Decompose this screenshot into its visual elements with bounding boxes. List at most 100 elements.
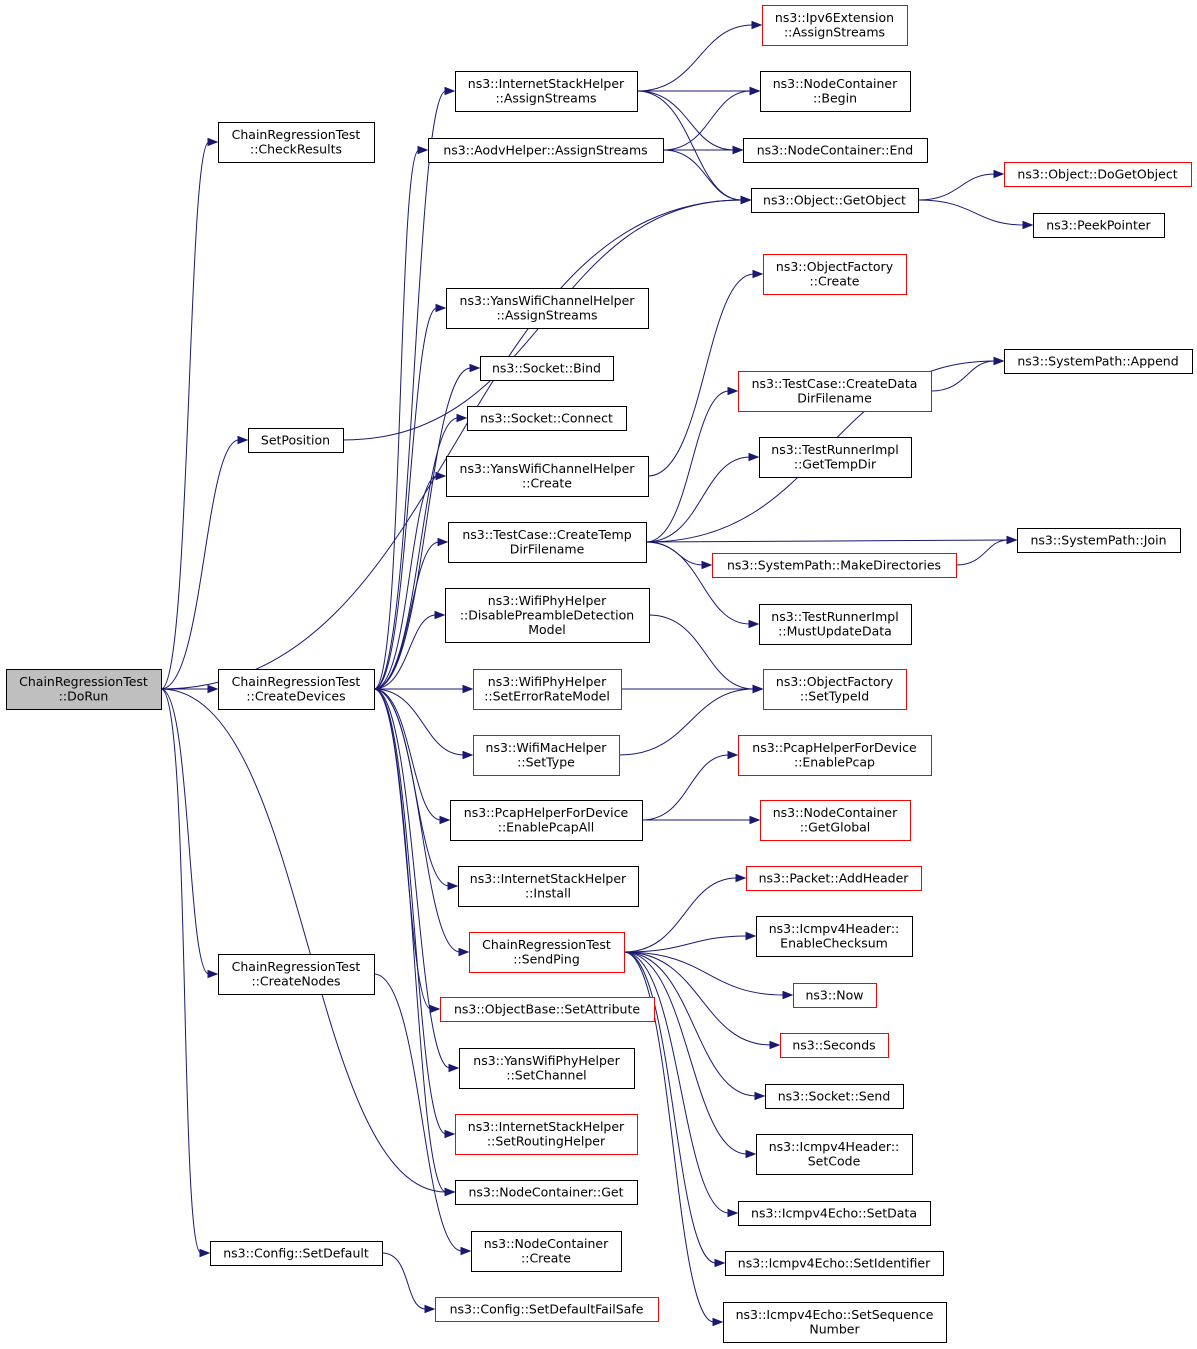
node-label: ns3::PcapHelperForDevice [752,740,917,755]
function-node-sp_join[interactable]: ns3::SystemPath::Join [1017,528,1181,553]
function-node-dorun[interactable]: ChainRegressionTest::DoRun [6,669,162,710]
function-node-configsetdefault[interactable]: ns3::Config::SetDefault [210,1241,383,1266]
function-node-yansphy_setchannel[interactable]: ns3::YansWifiPhyHelper::SetChannel [459,1048,635,1089]
node-box [738,371,932,412]
function-node-obj_dogetobject[interactable]: ns3::Object::DoGetObject [1004,162,1192,187]
function-node-tri_gettemp[interactable]: ns3::TestRunnerImpl::GetTempDir [759,437,912,478]
call-edge [373,688,460,1073]
function-node-packet_addheader[interactable]: ns3::Packet::AddHeader [746,866,922,891]
function-node-objbase_setattr[interactable]: ns3::ObjectBase::SetAttribute [440,997,655,1022]
node-box [765,1084,904,1109]
node-box [760,800,911,841]
function-node-pcap_enablepcap[interactable]: ns3::PcapHelperForDevice::EnablePcap [738,735,932,776]
node-box [440,997,655,1022]
call-edge [373,688,470,957]
function-node-ish_install[interactable]: ns3::InternetStackHelper::Install [458,866,639,907]
node-label: ChainRegressionTest [232,674,361,689]
function-node-of_create[interactable]: ns3::ObjectFactory::Create [763,254,907,295]
node-box [1004,349,1193,374]
function-node-nc_begin[interactable]: ns3::NodeContainer::Begin [760,71,911,112]
node-label: DirFilename [510,542,585,557]
call-edge [917,199,1034,230]
function-node-icmp_setcode[interactable]: ns3::Icmpv4Header::SetCode [756,1134,913,1175]
node-label: ::GetTempDir [794,457,877,472]
node-label: ::AssignStreams [496,308,597,323]
function-node-sp_makedirs[interactable]: ns3::SystemPath::MakeDirectories [712,553,957,578]
node-box [458,866,639,907]
node-label: ns3::TestCase::CreateData [752,376,918,391]
function-node-obj_getobject[interactable]: ns3::Object::GetObject [751,188,919,213]
call-edge [623,951,757,1159]
node-label: ns3::InternetStackHelper [470,871,627,886]
function-node-nc_get[interactable]: ns3::NodeContainer::Get [455,1180,638,1205]
function-node-icmp_enablechecksum[interactable]: ns3::Icmpv4Header::EnableChecksum [756,916,913,957]
function-node-nc_end[interactable]: ns3::NodeContainer::End [743,138,928,163]
function-node-socket_bind[interactable]: ns3::Socket::Bind [480,356,614,381]
node-label: Number [809,1322,860,1337]
node-box [480,356,614,381]
function-node-createdevices[interactable]: ChainRegressionTest::CreateDevices [218,669,375,710]
function-node-peekpointer[interactable]: ns3::PeekPointer [1033,213,1165,238]
function-node-sp_append[interactable]: ns3::SystemPath::Append [1004,349,1193,374]
function-node-aodv_assign[interactable]: ns3::AodvHelper::AssignStreams [428,138,664,163]
node-label: ns3::Config::SetDefaultFailSafe [450,1301,644,1316]
function-node-echo_setdata[interactable]: ns3::Icmpv4Echo::SetData [738,1201,931,1226]
call-edge [160,688,219,979]
function-node-tri_mustupdate[interactable]: ns3::TestRunnerImpl::MustUpdateData [759,604,912,645]
function-node-nc_create[interactable]: ns3::NodeContainer::Create [471,1231,622,1272]
node-box [743,138,928,163]
node-label: ::AssignStreams [784,25,885,40]
node-label: ns3::Icmpv4Header:: [769,1139,900,1154]
function-node-checkresults[interactable]: ChainRegressionTest::CheckResults [218,122,375,163]
function-node-yanschan_assign[interactable]: ns3::YansWifiChannelHelper::AssignStream… [446,288,649,329]
node-label: ::DoRun [59,689,109,704]
function-node-echo_setid[interactable]: ns3::Icmpv4Echo::SetIdentifier [725,1251,944,1276]
node-label: ns3::PeekPointer [1046,217,1151,232]
function-node-createnodes[interactable]: ChainRegressionTest::CreateNodes [218,954,375,995]
node-box [448,522,647,563]
function-node-pcap_enableall[interactable]: ns3::PcapHelperForDevice::EnablePcapAll [450,800,643,841]
function-node-socket_send[interactable]: ns3::Socket::Send [765,1084,904,1109]
node-label: ::SetErrorRateModel [484,689,610,704]
function-node-yanschan_create[interactable]: ns3::YansWifiChannelHelper::Create [446,456,649,497]
node-box [1017,528,1181,553]
function-node-wifiphy_disable[interactable]: ns3::WifiPhyHelper::DisablePreambleDetec… [445,588,650,643]
function-node-ipv6ext_assign[interactable]: ns3::Ipv6Extension::AssignStreams [762,5,908,46]
node-box [723,1302,947,1343]
node-label: ns3::InternetStackHelper [468,76,625,91]
function-node-now[interactable]: ns3::Now [793,983,877,1008]
function-node-config_failsafe[interactable]: ns3::Config::SetDefaultFailSafe [435,1297,659,1322]
function-node-wifiphy_seterr[interactable]: ns3::WifiPhyHelper::SetErrorRateModel [473,669,622,710]
function-node-ish_setrouting[interactable]: ns3::InternetStackHelper::SetRoutingHelp… [455,1114,638,1155]
node-label: ::SetType [517,755,575,770]
function-node-wifimac_settype[interactable]: ns3::WifiMacHelper::SetType [473,735,620,776]
call-edge [645,541,760,629]
node-label: ns3::Seconds [792,1037,875,1052]
node-label: ::MustUpdateData [778,624,892,639]
function-node-seconds[interactable]: ns3::Seconds [780,1033,889,1058]
node-label: ns3::Object::DoGetObject [1017,166,1177,181]
node-box [6,669,162,710]
node-label: ns3::NodeContainer [773,76,898,91]
function-node-ish_assign[interactable]: ns3::InternetStackHelper::AssignStreams [455,71,638,112]
function-node-of_settypeid[interactable]: ns3::ObjectFactory::SetTypeId [763,669,907,710]
node-box [435,1297,659,1322]
call-edge [623,951,766,1101]
node-box [738,1201,931,1226]
call-edge [623,951,781,1050]
node-label: ns3::Config::SetDefault [223,1245,369,1260]
node-label: ns3::Packet::AddHeader [759,870,910,885]
function-node-nc_getglobal[interactable]: ns3::NodeContainer::GetGlobal [760,800,911,841]
function-node-socket_connect[interactable]: ns3::Socket::Connect [467,406,627,431]
function-node-setposition[interactable]: SetPosition [248,428,344,453]
node-label: ns3::Icmpv4Echo::SetIdentifier [738,1255,931,1270]
function-node-sendping[interactable]: ChainRegressionTest::SendPing [469,932,625,973]
node-label: ns3::SystemPath::Append [1017,353,1178,368]
node-label: ns3::YansWifiPhyHelper [473,1053,620,1068]
call-edge [373,973,472,1256]
node-label: ns3::Object::GetObject [763,192,906,207]
node-box [756,916,913,957]
